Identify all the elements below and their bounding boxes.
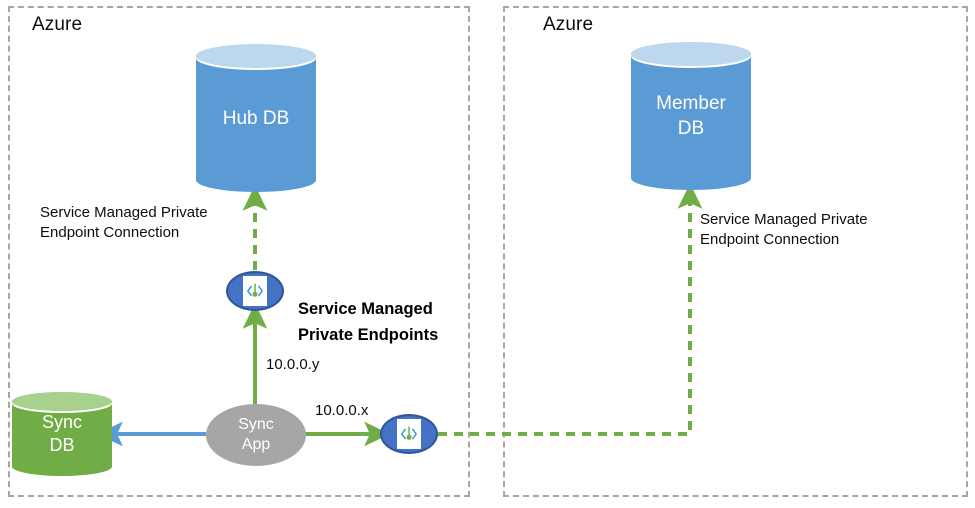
- private-endpoint-node-member[interactable]: [380, 414, 438, 454]
- hub-connection-label: Service Managed Private Endpoint Connect…: [40, 204, 208, 241]
- cylinder-body: [631, 53, 751, 179]
- panel-right-title: Azure: [543, 14, 594, 35]
- cylinder-body: [196, 55, 316, 181]
- member-connection-label: Service Managed Private Endpoint Connect…: [700, 211, 868, 248]
- service-managed-private-endpoints-label: Service Managed Private Endpoints: [298, 300, 439, 344]
- cylinder-top: [12, 392, 112, 411]
- sync-app-node[interactable]: Sync App: [206, 404, 306, 466]
- ip-label-member: 10.0.0.x: [315, 402, 369, 419]
- sync-db-node[interactable]: Sync DB: [12, 392, 112, 476]
- private-endpoint-icon: [243, 276, 267, 306]
- hub-db-node[interactable]: Hub DB: [196, 44, 316, 192]
- ip-label-hub: 10.0.0.y: [266, 356, 320, 373]
- sync-app-label-line2: App: [241, 436, 271, 453]
- sync-app-label-line1: Sync: [238, 416, 274, 433]
- private-endpoint-icon: [397, 419, 421, 449]
- cylinder-body: [12, 401, 112, 467]
- cylinder-top: [196, 44, 316, 68]
- member-db-node[interactable]: Member DB: [631, 42, 751, 190]
- panel-left-title: Azure: [32, 14, 83, 35]
- cylinder-top: [631, 42, 751, 66]
- private-endpoint-node-hub[interactable]: [226, 271, 284, 311]
